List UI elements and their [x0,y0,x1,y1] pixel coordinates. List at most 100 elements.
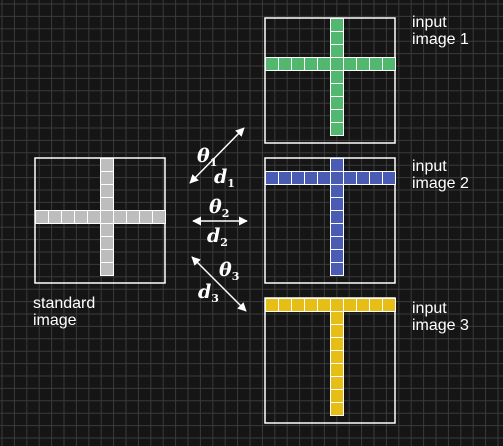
pattern-cell [330,298,344,312]
input-image-2 [264,157,396,284]
pattern-cell [330,57,344,71]
pattern-cell [317,171,331,185]
standard-image-label-line2: image [33,312,77,329]
pattern-cell [330,376,344,390]
pattern-cell [265,171,279,185]
input-image-3-label-line1: input [412,300,447,317]
theta-2-label: θ2 [209,196,229,220]
pattern-cell [291,57,305,71]
pattern-cell [304,298,318,312]
input-image-1 [264,17,396,144]
input-2-cross-pattern [265,158,396,276]
pattern-cell [330,31,344,45]
pattern-cell [100,249,114,263]
pattern-cell [35,210,49,224]
d-2-label: d2 [207,225,228,249]
pattern-cell [369,298,383,312]
pattern-cell [139,210,153,224]
theta-1-label: θ1 [197,145,217,169]
pattern-cell [100,197,114,211]
pattern-cell [74,210,88,224]
pattern-cell [330,184,344,198]
pattern-cell [61,210,75,224]
pattern-cell [356,171,370,185]
pattern-cell [100,262,114,276]
pattern-cell [152,210,166,224]
pattern-cell [330,402,344,416]
input-image-1-label: input image 1 [412,14,469,48]
pattern-cell [100,158,114,172]
pattern-cell [330,236,344,250]
pattern-cell [330,109,344,123]
pattern-cell [330,249,344,263]
pattern-cell [330,337,344,351]
input-1-cross-pattern [265,18,396,136]
input-image-2-label-line2: image 2 [412,175,469,192]
pattern-cell [100,184,114,198]
arrow-transform-3 [191,256,247,312]
pattern-cell [330,350,344,364]
pattern-cell [330,223,344,237]
arrow-transform-1 [189,127,245,184]
input-image-2-label: input image 2 [412,158,469,192]
pattern-cell [330,171,344,185]
pattern-cell [278,57,292,71]
pattern-cell [330,18,344,32]
pattern-cell [304,171,318,185]
input-3-cross-pattern [265,298,396,416]
pattern-cell [100,236,114,250]
pattern-cell [356,57,370,71]
pattern-cell [330,122,344,136]
pattern-cell [382,57,396,71]
pattern-cell [291,171,305,185]
pattern-cell [330,158,344,172]
pattern-cell [382,171,396,185]
theta-3-label: θ3 [219,259,239,283]
pattern-cell [343,57,357,71]
pattern-cell [330,324,344,338]
d-1-label: d1 [214,166,235,190]
pattern-cell [330,96,344,110]
pattern-cell [317,298,331,312]
pattern-cell [330,83,344,97]
pattern-cell [330,389,344,403]
pattern-cell [126,210,140,224]
standard-image-label-line1: standard [33,295,96,312]
input-image-3-label-line2: image 3 [412,317,469,334]
pattern-cell [48,210,62,224]
pattern-cell [330,311,344,325]
pattern-cell [304,57,318,71]
input-image-3-label: input image 3 [412,300,469,334]
d-3-label: d3 [198,281,219,305]
pattern-cell [278,298,292,312]
pattern-cell [87,210,101,224]
pattern-cell [100,210,114,224]
input-image-1-label-line2: image 1 [412,31,469,48]
pattern-cell [330,262,344,276]
pattern-cell [113,210,127,224]
pattern-cell [100,223,114,237]
pattern-cell [265,57,279,71]
pattern-cell [343,171,357,185]
input-image-1-label-line1: input [412,14,447,31]
pattern-cell [343,298,357,312]
pattern-cell [369,171,383,185]
pattern-cell [291,298,305,312]
pattern-cell [330,44,344,58]
standard-cross-pattern [35,158,166,276]
pattern-cell [330,363,344,377]
pattern-cell [100,171,114,185]
pattern-cell [317,57,331,71]
pattern-cell [382,298,396,312]
pattern-cell [330,210,344,224]
input-image-2-label-line1: input [412,158,447,175]
input-image-3 [264,297,396,424]
pattern-cell [278,171,292,185]
pattern-cell [369,57,383,71]
pattern-cell [265,298,279,312]
pattern-cell [330,197,344,211]
pattern-cell [356,298,370,312]
standard-image-label: standard image [33,295,95,329]
